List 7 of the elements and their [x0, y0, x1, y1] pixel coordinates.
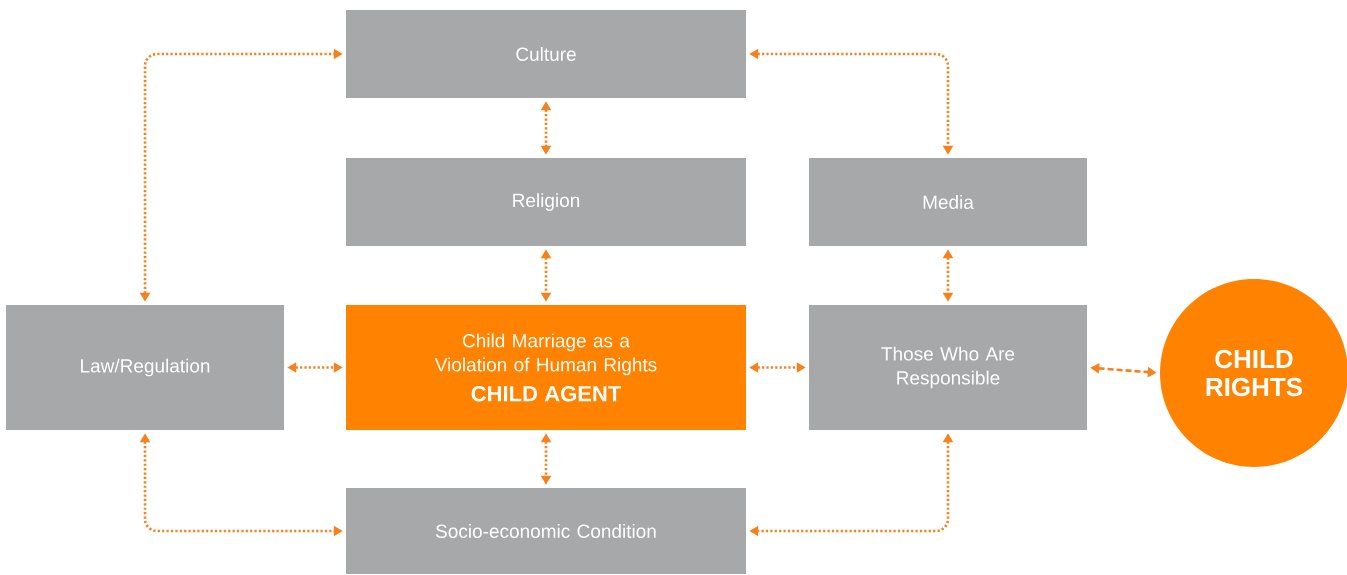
- box: Media: [809, 158, 1087, 246]
- box: Religion: [346, 158, 746, 246]
- box: Culture: [346, 10, 746, 98]
- box: Law/Regulation: [6, 305, 284, 430]
- highlighted-box: Child Marriage as a Violation of Human Rights CHILD AGENT: [346, 305, 746, 430]
- box: Socio-economic Condition: [346, 488, 746, 574]
- box: Those Who Are Responsible: [809, 305, 1087, 430]
